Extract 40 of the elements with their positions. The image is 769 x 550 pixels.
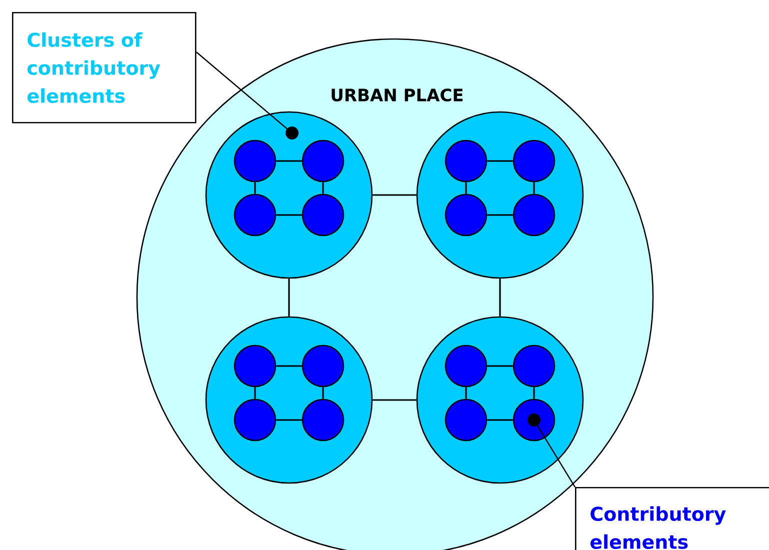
element-circle <box>444 398 488 442</box>
connector-line <box>288 278 290 316</box>
element-circle <box>444 140 488 182</box>
connector-line <box>276 419 302 421</box>
connector-line <box>372 194 416 196</box>
connector-line <box>465 182 467 194</box>
element-circle <box>512 140 556 182</box>
connector-line <box>533 387 535 399</box>
element-circle <box>234 194 276 236</box>
leader-line <box>528 414 576 488</box>
connector-line <box>487 365 513 367</box>
connector-line <box>276 365 302 367</box>
connector-line <box>254 387 256 399</box>
connector-line <box>276 160 302 162</box>
connector-line <box>276 214 302 216</box>
element-circle <box>302 344 344 388</box>
connector-line <box>465 387 467 399</box>
connector-line <box>322 182 324 194</box>
element-circle <box>302 398 344 442</box>
element-circle <box>302 140 344 182</box>
connector-line <box>487 160 513 162</box>
label-box: Contributory elements <box>575 487 769 550</box>
connector-line <box>254 182 256 194</box>
element-circle <box>444 194 488 236</box>
element-circle <box>512 344 556 388</box>
element-circle <box>234 398 276 442</box>
connector-line <box>322 387 324 399</box>
element-circle <box>234 344 276 388</box>
element-circle <box>234 140 276 182</box>
connector-line <box>533 182 535 194</box>
connector-line <box>487 214 513 216</box>
leader-line <box>196 52 298 140</box>
element-circle <box>302 194 344 236</box>
label-box: Clusters of contributory elements <box>12 12 196 124</box>
element-circle <box>512 194 556 236</box>
element-circle <box>512 398 556 442</box>
element-circle <box>444 344 488 388</box>
connector-line <box>499 278 501 316</box>
connector-line <box>487 419 513 421</box>
connector-line <box>372 399 416 401</box>
